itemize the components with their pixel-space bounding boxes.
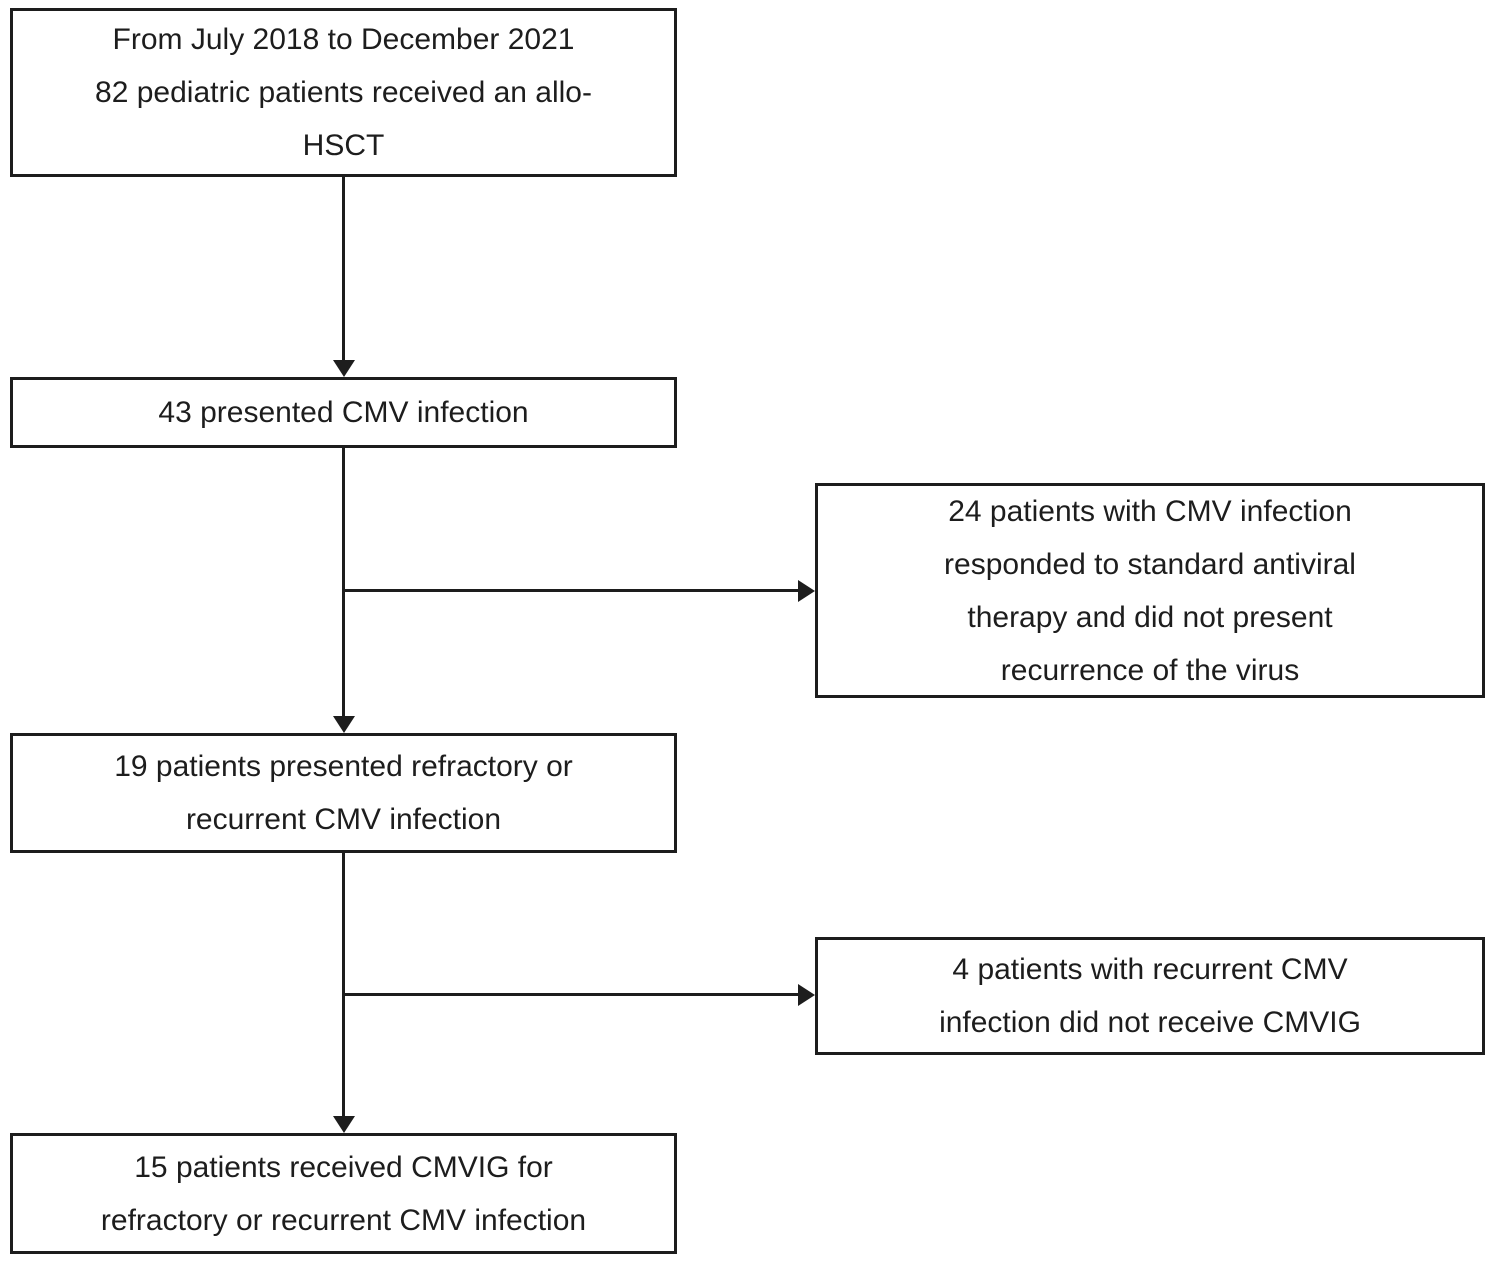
flow-box-did-not-receive-cmvig: 4 patients with recurrent CMV infection … (815, 937, 1485, 1055)
box-text-line: 19 patients presented refractory or (114, 750, 573, 783)
box-text-line: responded to standard antiviral (944, 547, 1356, 581)
box-text-line: 43 presented CMV infection (158, 396, 529, 429)
connector-line-horizontal-1 (342, 589, 798, 592)
arrowhead-right-icon (798, 984, 815, 1006)
flow-box-received-cmvig: 15 patients received CMVIG for refractor… (10, 1133, 677, 1254)
connector-line-vertical-2 (342, 448, 345, 717)
flow-box-responded-standard-therapy: 24 patients with CMV infection responded… (815, 483, 1485, 698)
box-text-line: therapy and did not present (967, 600, 1333, 634)
arrowhead-down-icon (333, 360, 355, 377)
flow-box-refractory-recurrent: 19 patients presented refractory or recu… (10, 733, 677, 853)
connector-line-vertical-3 (342, 853, 345, 1117)
box-text-line: 15 patients received CMVIG for (134, 1150, 553, 1184)
flow-box-allo-hsct-cohort: From July 2018 to December 2021 82 pedia… (10, 8, 677, 177)
box-text-line: 4 patients with recurrent CMV (952, 953, 1348, 986)
connector-line-vertical-1 (342, 177, 345, 361)
arrowhead-down-icon (333, 1116, 355, 1133)
box-text-line: recurrence of the virus (1000, 653, 1300, 687)
arrowhead-down-icon (333, 716, 355, 733)
box-text-line: infection did not receive CMVIG (939, 1006, 1361, 1039)
box-text-line: recurrent CMV infection (185, 803, 502, 836)
connector-line-horizontal-2 (342, 993, 798, 996)
flow-box-cmv-infection: 43 presented CMV infection (10, 377, 677, 448)
box-text-line: HSCT (302, 129, 385, 162)
box-text-line: refractory or recurrent CMV infection (100, 1203, 587, 1237)
box-text-line: 82 pediatric patients received an allo- (95, 76, 592, 109)
box-text-line: 24 patients with CMV infection (948, 494, 1352, 528)
arrowhead-right-icon (798, 580, 815, 602)
box-text-line: From July 2018 to December 2021 (112, 23, 575, 56)
